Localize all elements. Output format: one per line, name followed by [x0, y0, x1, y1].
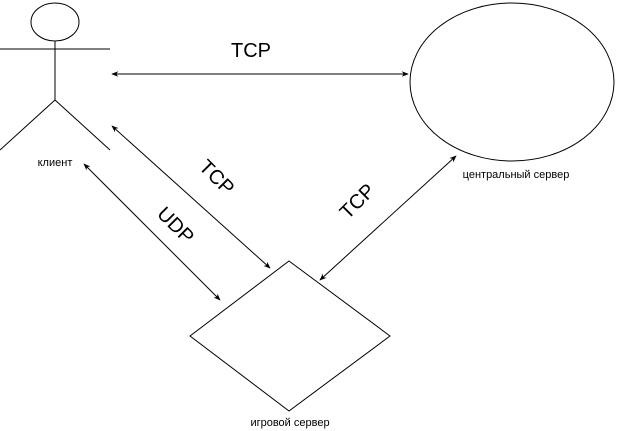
edge-label-game-central: TCP: [336, 180, 380, 224]
edge-client-game-udp: [83, 163, 221, 301]
client-actor: [0, 2, 111, 151]
client-label: клиент: [38, 157, 73, 169]
edge-client-game-tcp: [111, 125, 271, 269]
edge-label-client-game-udp: UDP: [153, 203, 198, 248]
central-server-node: [409, 2, 615, 162]
central-server-label: центральный сервер: [463, 169, 570, 181]
actor-head: [30, 2, 80, 42]
edge-label-client-central: TCP: [231, 40, 271, 62]
game-server-node: [189, 260, 391, 412]
actor-leg-left: [0, 99, 56, 151]
game-server-label: игровой сервер: [250, 417, 329, 429]
edge-game-central: [319, 155, 457, 281]
edge-label-client-game-tcp: TCP: [194, 156, 238, 200]
actor-leg-right: [54, 99, 111, 151]
